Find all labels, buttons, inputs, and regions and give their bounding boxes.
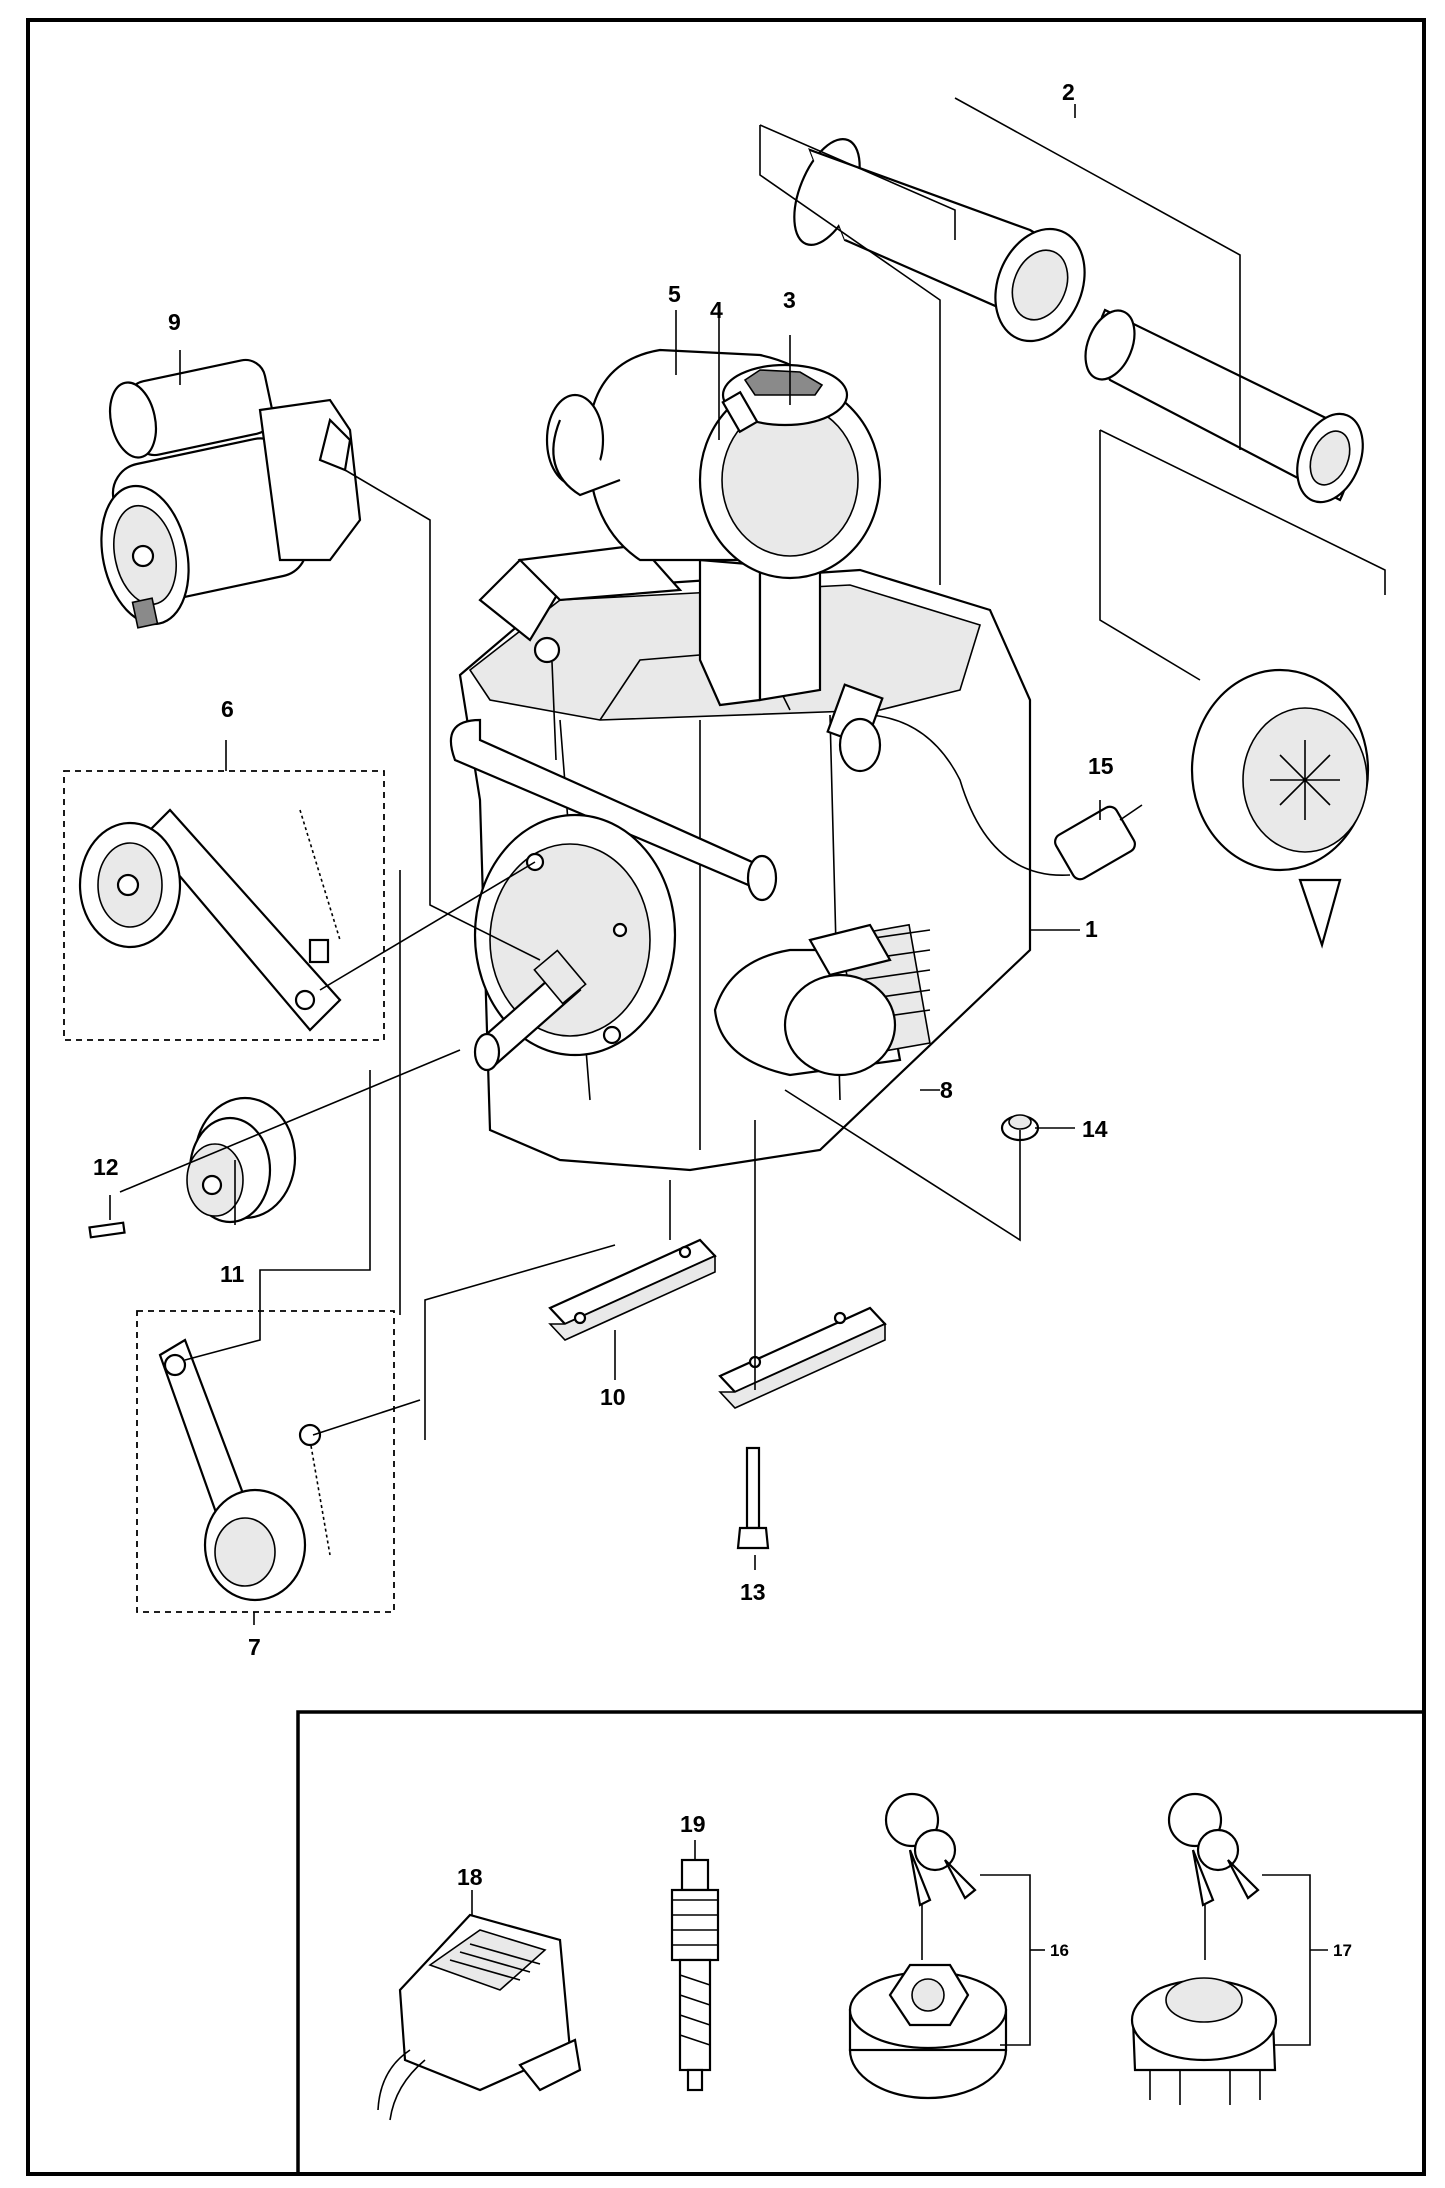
label-5: 5 (668, 281, 681, 307)
inset-leader-lines (471, 1840, 1328, 2046)
idler-pulley-7 (158, 1338, 331, 1602)
label-14: 14 (1082, 1116, 1108, 1142)
spark-plug-19 (670, 1858, 720, 2092)
crank-pulley-11 (186, 1096, 297, 1224)
part-7-group-box (136, 1310, 395, 1613)
label-7: 7 (248, 1634, 261, 1660)
label-8: 8 (940, 1077, 953, 1103)
intake-elbow (698, 558, 822, 707)
label-11: 11 (220, 1261, 245, 1287)
label-12: 12 (93, 1154, 119, 1180)
air-filter-housing (545, 348, 882, 580)
label-15: 15 (1088, 753, 1114, 779)
label-10: 10 (600, 1384, 626, 1410)
label-4: 4 (710, 297, 723, 323)
label-16: 16 (1050, 1941, 1069, 1960)
label-3: 3 (783, 287, 796, 313)
brackets-10 (548, 1238, 887, 1409)
label-19: 19 (680, 1811, 706, 1837)
label-2: 2 (1062, 79, 1075, 105)
label-17: 17 (1333, 1941, 1352, 1960)
leader-lines (109, 97, 1386, 1625)
part-6-group-box (63, 770, 385, 1041)
label-6: 6 (221, 696, 234, 722)
label-1: 1 (1085, 916, 1098, 942)
label-13: 13 (740, 1579, 766, 1605)
starter-motor (100, 358, 362, 629)
ignition-switch-17 (1130, 1792, 1278, 2105)
air-cleaner-cap (1190, 668, 1370, 949)
relay-18 (377, 1913, 582, 2121)
ignition-switch-16 (848, 1792, 1008, 2100)
part-labels: 2 5 4 3 9 6 15 1 8 14 12 11 10 13 7 18 1… (93, 79, 1352, 1960)
key-12 (88, 1221, 126, 1239)
idler-pulley-6 (78, 808, 342, 1032)
bolt-13 (736, 1446, 770, 1550)
label-18: 18 (457, 1864, 483, 1890)
fuel-pump-8 (713, 923, 931, 1077)
accessory-inset-frame (296, 1710, 1426, 2176)
label-9: 9 (168, 309, 181, 335)
air-filter-elements (793, 138, 1364, 504)
